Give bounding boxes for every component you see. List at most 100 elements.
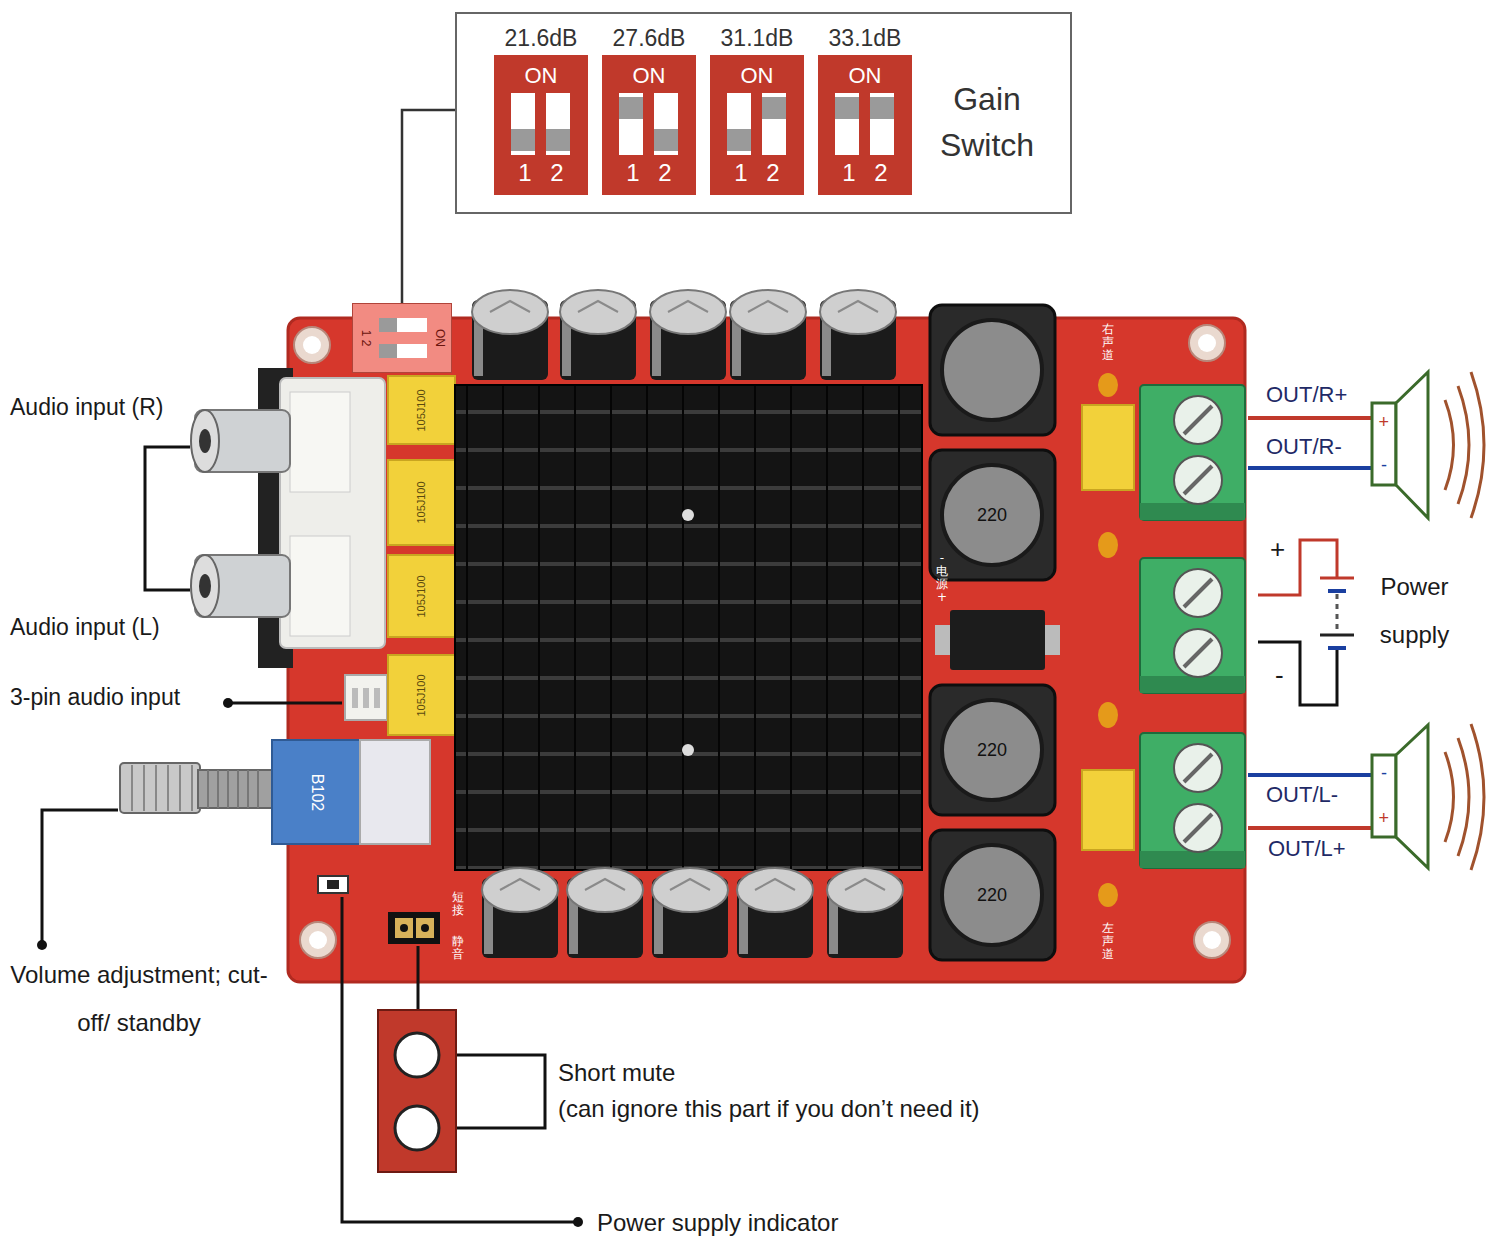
- power-supply-symbol: [1328, 589, 1346, 593]
- switch-slot: [511, 93, 535, 155]
- electrolytic-capacitors: [737, 868, 813, 958]
- power-supply-symbol: [1258, 540, 1354, 705]
- switch-slot: [654, 93, 678, 155]
- switch-knob: [619, 97, 643, 119]
- rca-jacks: [290, 536, 350, 636]
- film-capacitors: [388, 555, 455, 637]
- sound-waves: [1445, 400, 1454, 490]
- power-supply-symbol: [1258, 642, 1337, 705]
- polarity-sign: -: [1381, 454, 1387, 476]
- film-capacitors: [388, 655, 455, 735]
- switch-knob: [379, 318, 397, 332]
- dip-switch: 33.1dBON1 2: [814, 22, 916, 197]
- mute-header-detail: [395, 1033, 439, 1077]
- dip-switch: 27.6dBON1 2: [598, 22, 700, 197]
- part-marking: 105J100: [415, 481, 428, 523]
- mute-header-detail: [395, 1106, 439, 1150]
- led-and-mute-header: [388, 912, 440, 944]
- electrolytic-capacitors: [652, 868, 728, 958]
- polarity-sign: +: [1379, 807, 1390, 829]
- leader-lines: [42, 810, 118, 945]
- switch-knob: [546, 129, 570, 151]
- volume-potentiometer: [120, 763, 200, 813]
- part-marking: B102: [308, 773, 327, 810]
- volume-potentiometer: [120, 740, 430, 844]
- gain-value: 21.6dB: [490, 24, 592, 52]
- speaker-wires: [1248, 773, 1372, 777]
- electrolytic-capacitors: [560, 290, 636, 380]
- switch-knob: [762, 97, 786, 119]
- leader-dots: [223, 698, 233, 708]
- leader-dots: [37, 940, 47, 950]
- tantalum-capacitors: [1098, 532, 1118, 558]
- board-dip-switch: ON1 2: [352, 303, 452, 373]
- switch-on-mark: ON: [818, 63, 912, 89]
- pcb-board: [288, 318, 1245, 982]
- three-pin-connector: [352, 688, 358, 708]
- terminal-blocks: [1140, 558, 1245, 693]
- rca-jacks: [191, 410, 219, 472]
- polarity-sign: +: [1379, 411, 1390, 433]
- mute-header-detail: [378, 1010, 456, 1172]
- pcb-board: [309, 931, 327, 949]
- leader-lines: [342, 897, 578, 1222]
- sound-waves: [1458, 738, 1469, 856]
- part-marking: 220: [977, 884, 1007, 906]
- three-pin-connector: [374, 688, 380, 708]
- inductors: [930, 685, 1055, 815]
- electrolytic-capacitors: [827, 868, 903, 958]
- film-capacitors: [1082, 770, 1134, 850]
- speaker-symbol: [1372, 372, 1428, 868]
- pcb-board: [303, 336, 321, 354]
- switch-knob: [835, 97, 859, 119]
- switch-slot: [379, 344, 427, 358]
- speaker-symbol: [1396, 372, 1428, 518]
- volume-potentiometer: [132, 765, 192, 811]
- switch-body: ON1 2: [818, 55, 912, 195]
- rca-jacks: [199, 429, 211, 453]
- pcb-board: [1194, 922, 1230, 958]
- three-pin-connector: [345, 675, 387, 720]
- led-and-mute-header: [318, 876, 348, 893]
- electrolytic-capacitors: [472, 290, 903, 958]
- heatsink: [455, 385, 922, 870]
- rca-jacks: [191, 368, 385, 668]
- terminal-label: OUT/R+: [1266, 382, 1347, 408]
- terminal-label: OUT/L+: [1268, 836, 1346, 862]
- leader-lines: [228, 702, 342, 705]
- led-and-mute-header: [318, 876, 440, 944]
- pcb-board: [294, 327, 330, 363]
- tantalum-capacitors: [1098, 883, 1118, 907]
- volume-potentiometer: [360, 740, 430, 844]
- leader-line: [402, 110, 455, 303]
- part-marking: 220: [977, 504, 1007, 526]
- silkscreen-label: 静音: [452, 935, 464, 961]
- switch-knob: [511, 129, 535, 151]
- part-marking: 105J100: [415, 674, 428, 716]
- speaker-wires: [1248, 416, 1372, 420]
- switch-number: 1 2: [494, 159, 588, 187]
- heatsink: [682, 509, 694, 521]
- switch-on-mark: ON: [433, 329, 447, 347]
- led-and-mute-header: [421, 924, 429, 932]
- switch-on-mark: ON: [710, 63, 804, 89]
- switch-body: ON1 2: [602, 55, 696, 195]
- mute-header-detail: [378, 1010, 456, 1172]
- tantalum-capacitors: [1098, 373, 1118, 907]
- terminal-blocks: [1140, 385, 1245, 868]
- led-and-mute-header: [395, 918, 413, 938]
- note-text: (can ignore this part if you don’t need …: [558, 1094, 980, 1123]
- pcb-board: [300, 922, 336, 958]
- electrolytic-capacitors: [820, 290, 896, 380]
- heatsink: [455, 385, 922, 870]
- diode: [950, 610, 1045, 670]
- switch-slot: [835, 93, 859, 155]
- part-marking: 220: [977, 739, 1007, 761]
- power-supply-symbol: [1320, 577, 1354, 580]
- switch-body: ON1 2: [494, 55, 588, 195]
- film-capacitors: [388, 460, 455, 545]
- inductors: [930, 305, 1055, 435]
- three-pin-connector: [345, 675, 387, 720]
- heatsink: [682, 744, 694, 756]
